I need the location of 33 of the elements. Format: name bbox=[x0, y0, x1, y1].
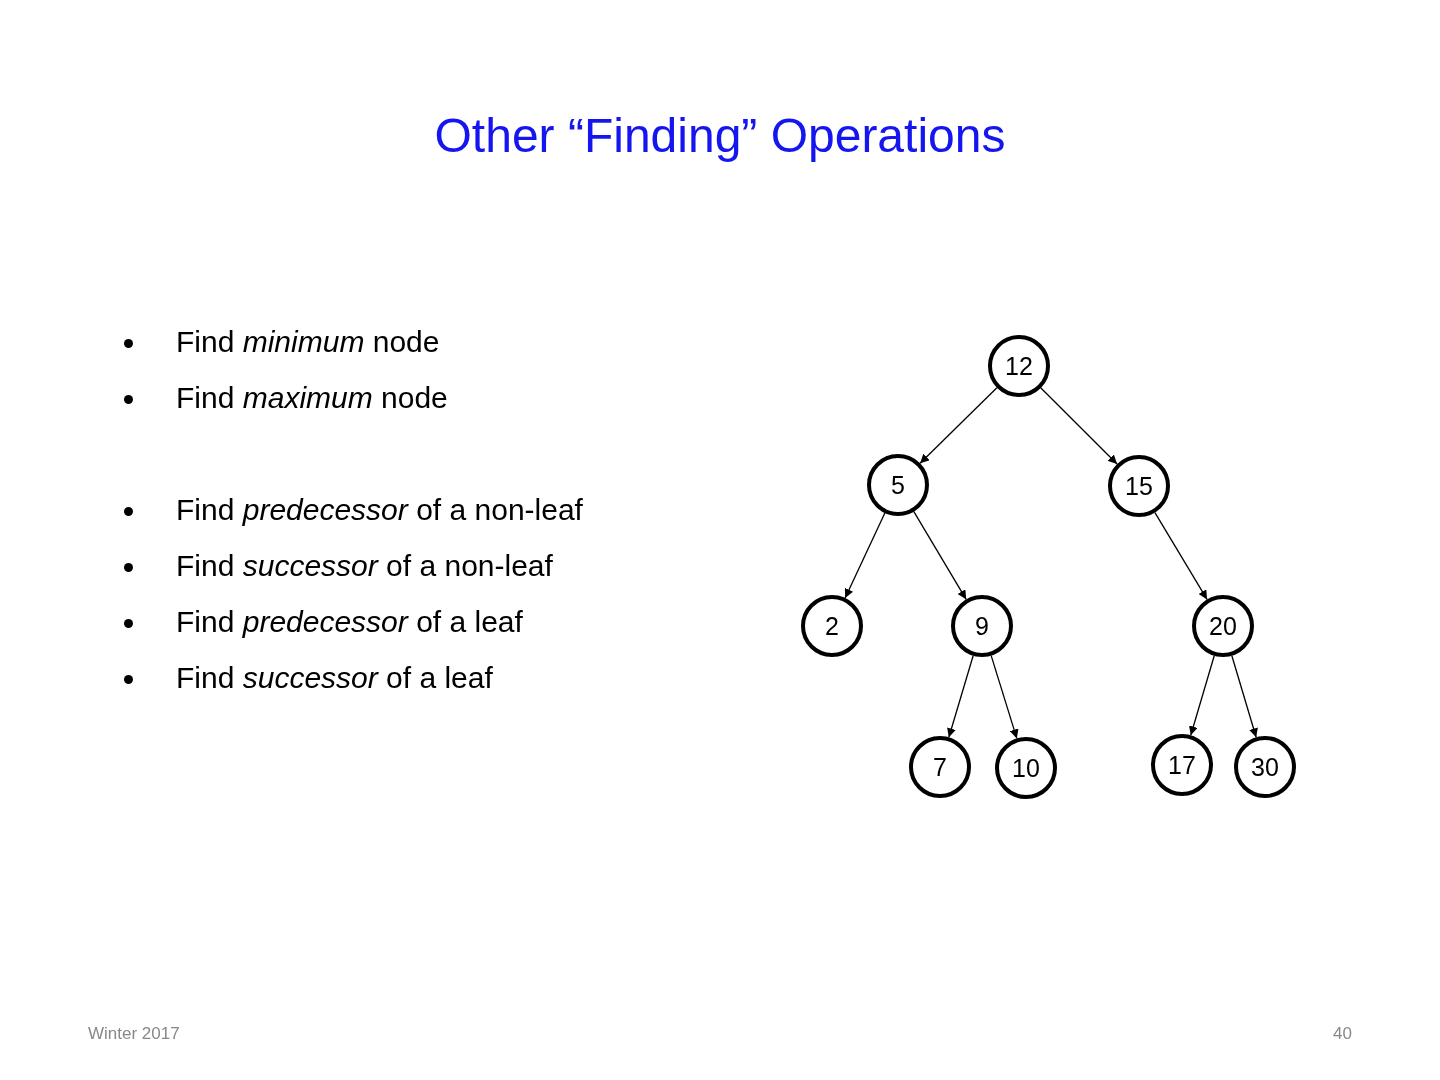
bullet-text: Find successor of a leaf bbox=[176, 661, 493, 695]
tree-node-circle bbox=[988, 335, 1050, 397]
node-value: 10 bbox=[1012, 753, 1040, 783]
node-value: 9 bbox=[975, 611, 989, 641]
tree-node-circle bbox=[995, 737, 1057, 799]
arrow bbox=[844, 512, 886, 599]
arrow bbox=[1154, 511, 1208, 601]
bullet-text: Find maximum node bbox=[176, 381, 448, 415]
node-value: 30 bbox=[1251, 752, 1279, 782]
tree-node-circle bbox=[1151, 734, 1213, 796]
bullet-text: Find predecessor of a non-leaf bbox=[176, 493, 583, 527]
node-value: 5 bbox=[891, 470, 905, 500]
arrow bbox=[913, 511, 967, 600]
tree-node-circle bbox=[867, 454, 929, 516]
arrow bbox=[919, 387, 998, 464]
arrow bbox=[1189, 655, 1215, 736]
bullet-text: Find successor of a non-leaf bbox=[176, 549, 553, 583]
arrow bbox=[1040, 387, 1118, 465]
tree-node-circle bbox=[1108, 455, 1170, 517]
node-value: 7 bbox=[933, 752, 947, 782]
node-value: 2 bbox=[825, 611, 839, 641]
node-value: 12 bbox=[1005, 351, 1033, 381]
node-value: 20 bbox=[1209, 611, 1237, 641]
node-value: 17 bbox=[1168, 750, 1196, 780]
slide-title: Other “Finding” Operations bbox=[433, 108, 1007, 163]
bullet-text: Find minimum node bbox=[176, 325, 440, 359]
arrow bbox=[1231, 655, 1258, 738]
arrow bbox=[990, 654, 1019, 740]
footer-text: Winter 2017 bbox=[88, 1024, 180, 1044]
node-value: 15 bbox=[1125, 471, 1153, 501]
page-number: 40 bbox=[1333, 1024, 1352, 1044]
arrow bbox=[947, 655, 974, 738]
bullet-text: Find predecessor of a leaf bbox=[176, 605, 523, 639]
